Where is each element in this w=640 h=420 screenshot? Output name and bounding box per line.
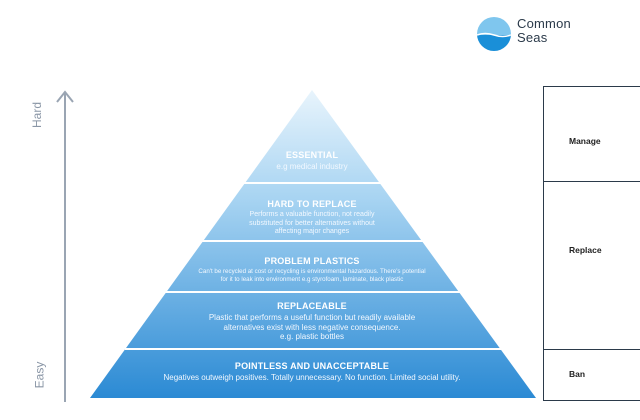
bracket-ban <box>543 349 640 401</box>
tier-description: Performs a valuable function, not readil… <box>222 211 402 237</box>
tier-title: POINTLESS AND UNACCEPTABLE <box>234 361 390 371</box>
tier-desc-line: e.g medical industry <box>276 162 348 171</box>
action-label-manage: Manage <box>569 136 601 146</box>
bracket-manage <box>543 86 640 182</box>
tier-desc-line: substituted for better alternatives with… <box>249 219 375 227</box>
common-seas-logo <box>477 17 511 51</box>
tier-description: Negatives outweigh positives. Totally un… <box>112 373 512 383</box>
logo-line-1: Common <box>517 16 571 31</box>
tier-pointless: POINTLESS AND UNACCEPTABLE Negatives out… <box>112 361 512 383</box>
tier-desc-line: for it to leak into environment e.g styr… <box>220 276 404 283</box>
tier-title: HARD TO REPLACE <box>267 199 357 209</box>
tier-problem-plastics: PROBLEM PLASTICS Can't be recycled at co… <box>172 256 452 284</box>
tier-description: e.g medical industry <box>232 162 392 172</box>
tier-desc-line: e.g. plastic bottles <box>279 332 345 341</box>
logo-wordmark: Common Seas <box>517 17 571 45</box>
tier-desc-line: affecting major changes <box>274 228 350 235</box>
logo-line-2: Seas <box>517 30 548 45</box>
tier-desc-line: Plastic that performs a useful function … <box>208 313 416 322</box>
bracket-bottom-line <box>543 400 640 401</box>
tier-title: ESSENTIAL <box>285 150 339 160</box>
tier-description: Can't be recycled at cost or recycling i… <box>172 268 452 284</box>
tier-title: PROBLEM PLASTICS <box>264 256 360 266</box>
action-label-replace: Replace <box>569 245 602 255</box>
tier-desc-line: Performs a valuable function, not readil… <box>249 211 375 218</box>
tier-title: REPLACEABLE <box>277 301 347 311</box>
difficulty-axis-arrow <box>56 90 74 402</box>
tier-hard-to-replace: HARD TO REPLACE Performs a valuable func… <box>222 199 402 237</box>
tier-replaceable: REPLACEABLE Plastic that performs a usef… <box>162 301 462 342</box>
tier-desc-line: Can't be recycled at cost or recycling i… <box>198 268 426 275</box>
action-label-ban: Ban <box>569 369 586 379</box>
tier-description: Plastic that performs a useful function … <box>162 313 462 342</box>
pyramid-body <box>90 90 536 398</box>
tier-desc-line: alternatives exist with less negative co… <box>223 322 401 332</box>
bracket-replace <box>543 181 640 350</box>
tier-desc-line: Negatives outweigh positives. Totally un… <box>163 373 461 382</box>
tier-essential: ESSENTIAL e.g medical industry <box>232 150 392 172</box>
